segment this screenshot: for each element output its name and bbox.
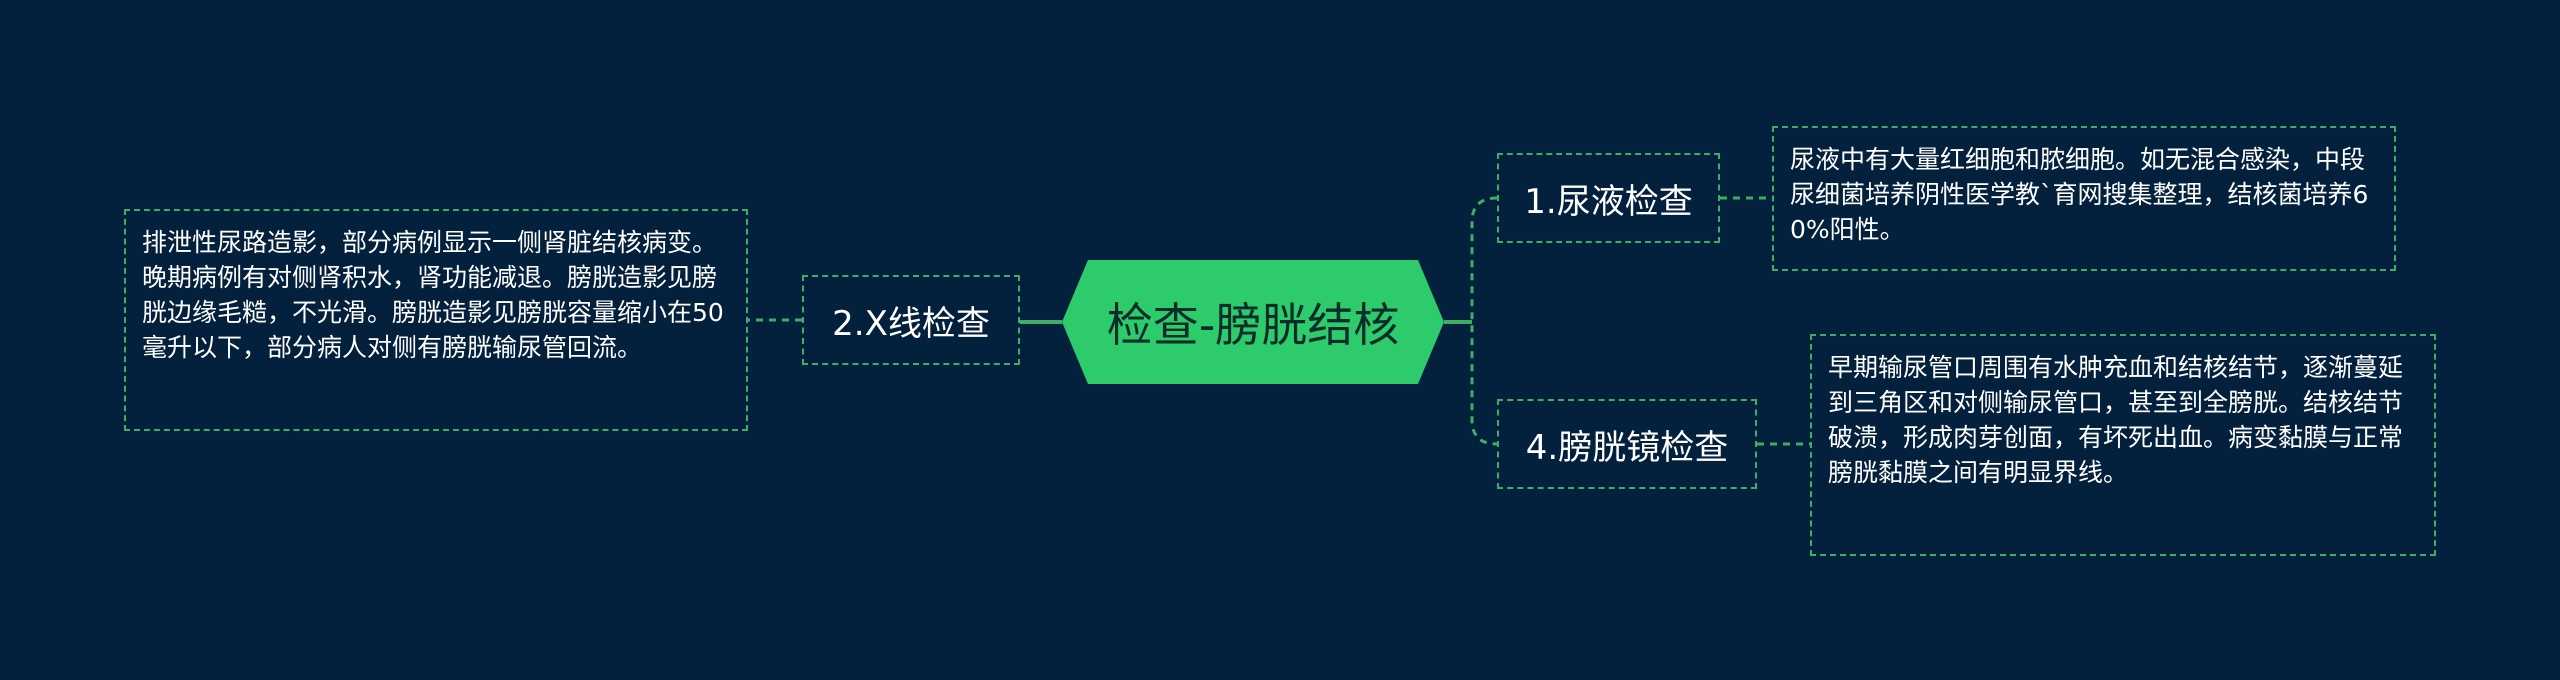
topic-cystoscopy-label: 4.膀胱镜检查 bbox=[1525, 427, 1729, 468]
topic-cystoscopy[interactable]: 4.膀胱镜检查 bbox=[1497, 399, 1757, 489]
note-urine: 尿液中有大量红细胞和脓细胞。如无混合感染，中段尿细菌培养阴性医学教`育网搜集整理… bbox=[1772, 126, 2396, 271]
topic-xray[interactable]: 2.X线检查 bbox=[802, 275, 1020, 365]
root-topic-label: 检查-膀胱结核 bbox=[1106, 298, 1400, 352]
note-cystoscopy: 早期输尿管口周围有水肿充血和结核结节，逐渐蔓延到三角区和对侧输尿管口，甚至到全膀… bbox=[1810, 334, 2436, 556]
root-topic[interactable]: 检查-膀胱结核 bbox=[1062, 260, 1444, 384]
topic-urine-label: 1.尿液检查 bbox=[1524, 181, 1693, 222]
topic-urine[interactable]: 1.尿液检查 bbox=[1497, 153, 1720, 243]
note-xray: 排泄性尿路造影，部分病例显示一侧肾脏结核病变。晚期病例有对侧肾积水，肾功能减退。… bbox=[124, 209, 748, 431]
topic-xray-label: 2.X线检查 bbox=[832, 303, 990, 344]
connector-right-branch bbox=[1470, 196, 1498, 446]
